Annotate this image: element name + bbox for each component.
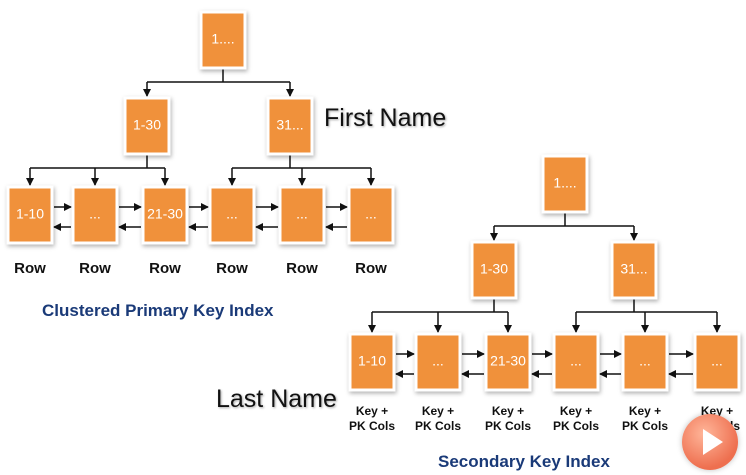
tree1-leaf-node-1-box	[71, 185, 119, 245]
tree1-leaf-node-5: ...	[347, 185, 395, 245]
tree1-root-node-label: 1....	[211, 31, 234, 47]
tree2-l2-node-1-label: 31...	[620, 261, 647, 277]
tree1-l2-node-0: 1-30	[123, 96, 171, 156]
tree2-root-node-label: 1....	[553, 175, 576, 191]
tree2-leaf-node-1-label: ...	[432, 353, 444, 369]
tree2-leaf-node-4: ...	[621, 332, 669, 392]
tree2-leaf-node-5-label: ...	[711, 353, 723, 369]
tree-nodes: 1.... 1-30 31... 1-10... 21-30......... 1....…	[6, 10, 741, 392]
tree2-l2-node-1-box	[610, 240, 658, 300]
tree2-leaf-caption-line: PK Cols	[348, 419, 395, 433]
tree2-leaf-node-2-box	[484, 332, 532, 392]
tree1-leaf-node-2: 21-30	[141, 185, 189, 245]
tree1-leaf-node-5-label: ...	[365, 206, 377, 222]
tree2-leaf-caption-line: Key +	[355, 404, 389, 418]
tree1-leaf-node-4-box	[278, 185, 326, 245]
tree1-leaf-node-0-label: 1-10	[16, 206, 44, 222]
tree1-leaf-node-5-box	[347, 185, 395, 245]
tree1-leaf-node-4-label: ...	[296, 206, 308, 222]
tree1-root-node: 1....	[199, 10, 247, 70]
tree2-leaf-node-3-label: ...	[570, 353, 582, 369]
tree2-leaf-caption-line: PK Cols	[484, 419, 531, 433]
tree2-leaf-caption-line: Key +	[628, 404, 662, 418]
tree1-leaf-node-2-label: 21-30	[147, 206, 183, 222]
tree2-leaf-caption-4: Key +PK Cols	[615, 404, 675, 434]
tree2-leaf-caption-0: Key +PK Cols	[342, 404, 402, 434]
tree2-leaf-caption-line: Key +	[491, 404, 525, 418]
tree1-leaf-node-3: ...	[208, 185, 256, 245]
tree2-leaf-caption-line: Key +	[421, 404, 455, 418]
tree1-leaf-caption-5: Row	[355, 260, 387, 277]
tree2-leaf-node-2: 21-30	[484, 332, 532, 392]
tree2-l2-node-1: 31...	[610, 240, 658, 300]
last-name-label: Last Name	[216, 385, 337, 413]
tree2-leaf-caption-2: Key +PK Cols	[478, 404, 538, 434]
tree2-leaf-node-4-label: ...	[639, 353, 651, 369]
tree1-root-node-box	[199, 10, 247, 70]
tree1-leaf-caption-1: Row	[79, 260, 111, 277]
tree2-leaf-node-1-box	[414, 332, 462, 392]
tree2-leaf-node-0: 1-10	[348, 332, 396, 392]
tree2-leaf-caption-line: PK Cols	[621, 419, 668, 433]
tree1-leaf-caption-0: Row	[14, 260, 46, 277]
tree2-leaf-node-5: ...	[693, 332, 741, 392]
tree2-leaf-caption-line: PK Cols	[552, 419, 599, 433]
tree1-leaf-node-1-label: ...	[89, 206, 101, 222]
tree1-l2-node-1-box	[266, 96, 314, 156]
tree2-leaf-caption-line: PK Cols	[414, 419, 461, 433]
tree2-leaf-node-4-box	[621, 332, 669, 392]
tree2-l2-node-0-label: 1-30	[480, 261, 508, 277]
tree2-leaf-node-1: ...	[414, 332, 462, 392]
tree1-leaf-node-3-box	[208, 185, 256, 245]
play-button[interactable]	[682, 414, 738, 470]
tree1-leaf-node-3-label: ...	[226, 206, 238, 222]
tree2-leaf-node-3: ...	[552, 332, 600, 392]
tree2-leaf-node-0-label: 1-10	[358, 353, 386, 369]
clustered-index-caption: Clustered Primary Key Index	[42, 301, 274, 320]
tree2-leaf-caption-1: Key +PK Cols	[408, 404, 468, 434]
tree1-leaf-node-0-box	[6, 185, 54, 245]
tree1-l2-node-1: 31...	[266, 96, 314, 156]
tree1-leaf-node-0: 1-10	[6, 185, 54, 245]
play-icon	[703, 429, 723, 455]
tree1-leaf-node-4: ...	[278, 185, 326, 245]
tree2-leaf-node-3-box	[552, 332, 600, 392]
first-name-label: First Name	[324, 104, 447, 132]
tree1-leaf-caption-2: Row	[149, 260, 181, 277]
tree1-leaf-caption-3: Row	[216, 260, 248, 277]
tree2-leaf-node-2-label: 21-30	[490, 353, 526, 369]
tree2-root-node: 1....	[541, 154, 589, 214]
tree2-leaf-node-5-box	[693, 332, 741, 392]
tree1-leaf-node-2-box	[141, 185, 189, 245]
tree1-leaf-node-1: ...	[71, 185, 119, 245]
tree1-l2-node-1-label: 31...	[276, 117, 303, 133]
tree2-leaf-caption-line: Key +	[559, 404, 593, 418]
tree2-l2-node-0: 1-30	[470, 240, 518, 300]
tree2-leaf-node-0-box	[348, 332, 396, 392]
connector-lines	[26, 68, 721, 378]
tree2-leaf-caption-3: Key +PK Cols	[546, 404, 606, 434]
tree1-leaf-caption-4: Row	[286, 260, 318, 277]
tree2-l2-node-0-box	[470, 240, 518, 300]
secondary-index-caption: Secondary Key Index	[438, 452, 610, 471]
tree1-l2-node-0-box	[123, 96, 171, 156]
tree2-root-node-box	[541, 154, 589, 214]
tree1-l2-node-0-label: 1-30	[133, 117, 161, 133]
